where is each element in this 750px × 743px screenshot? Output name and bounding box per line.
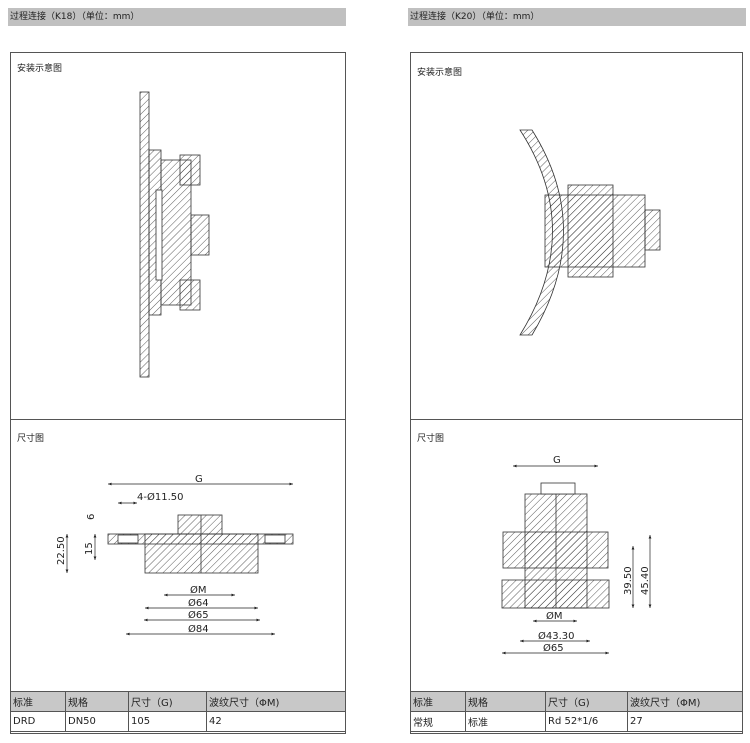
left-install-drawing	[139, 91, 210, 378]
dim-15: 15	[84, 542, 95, 555]
th: 尺寸（G)	[545, 691, 628, 712]
dim-45-40: 45.40	[640, 566, 651, 595]
dim-65: Ø65	[188, 609, 209, 621]
dim-22-50: 22.50	[56, 536, 67, 565]
th: 尺寸（G)	[128, 691, 207, 712]
dim-6: 6	[86, 514, 97, 520]
left-dim-drawing	[107, 514, 294, 574]
dim-m: ØM	[546, 610, 563, 622]
th: 标准	[10, 691, 66, 712]
right-install-drawing	[519, 129, 661, 336]
td: 42	[206, 711, 346, 732]
left-section-title: 过程连接（K18）（单位：mm）	[8, 8, 346, 26]
dim-84: Ø84	[188, 623, 209, 635]
right-dim-drawing	[501, 482, 610, 609]
dim-43-30: Ø43.30	[538, 630, 575, 642]
dim-39-50: 39.50	[623, 566, 634, 595]
dim-m: ØM	[190, 584, 207, 596]
td: 标准	[465, 711, 546, 732]
install-label: 安装示意图	[17, 64, 63, 74]
th: 波纹尺寸（ΦM)	[206, 691, 346, 712]
dim-holes: 4-Ø11.50	[137, 491, 183, 503]
dim-65: Ø65	[543, 642, 564, 654]
dim-label: 尺寸图	[417, 434, 445, 444]
dim-g: G	[553, 455, 561, 466]
install-label: 安装示意图	[417, 68, 463, 78]
th: 标准	[410, 691, 466, 712]
td: 27	[627, 711, 743, 732]
dim-g: G	[195, 474, 203, 485]
right-section-title: 过程连接（K20）（单位：mm）	[408, 8, 746, 26]
td: 常规	[410, 711, 466, 732]
dim-64: Ø64	[188, 597, 209, 609]
dim-label: 尺寸图	[17, 434, 45, 444]
